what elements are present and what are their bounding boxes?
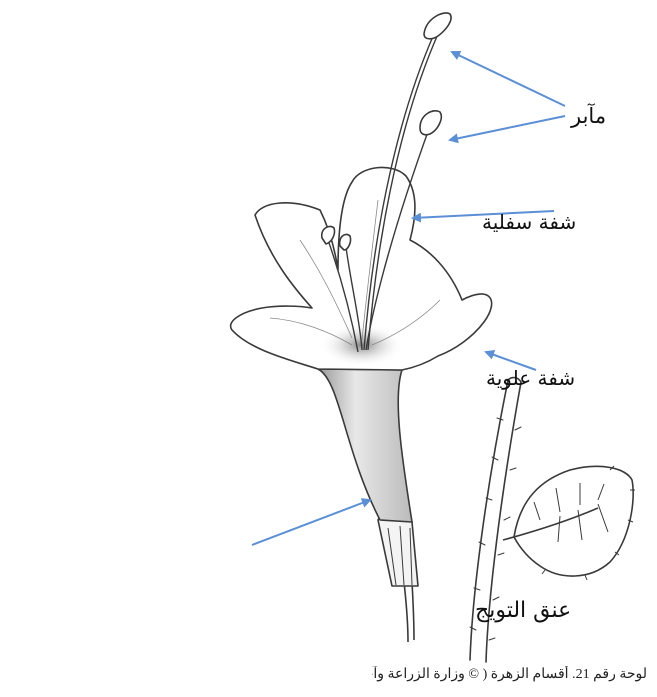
flower-drawing <box>231 13 492 642</box>
figure-caption: لوحة رقم 21. أقسام الزهرة ( © وزارة الزر… <box>372 666 647 683</box>
arrow-anthers-2 <box>450 116 565 140</box>
label-upper-lip: شفة علوية <box>486 366 575 390</box>
label-corolla-neck: عنق التويج <box>475 598 571 623</box>
label-anthers: مآبر <box>571 104 606 128</box>
arrow-corolla-neck <box>252 500 370 545</box>
leaf-drawing <box>503 466 635 580</box>
label-lower-lip: شفة سفلية <box>482 210 576 234</box>
arrow-anthers-1 <box>452 52 565 106</box>
